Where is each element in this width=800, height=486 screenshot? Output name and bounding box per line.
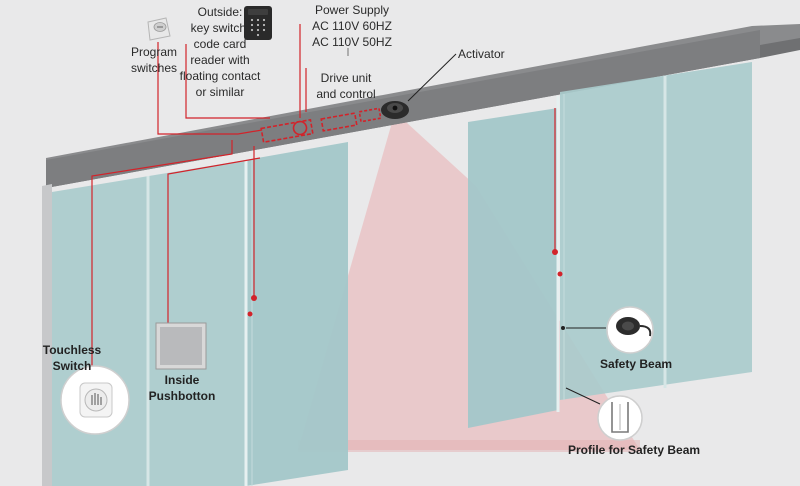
activator-label: Activator xyxy=(458,47,505,61)
inside-pushbutton-label: Inside Pushbotton xyxy=(148,373,216,403)
drive-unit-motor xyxy=(292,120,308,136)
safety-beam-label: Safety Beam xyxy=(600,357,673,371)
wire-nodes xyxy=(247,249,563,317)
profile-leader xyxy=(565,387,601,405)
outside-label: Outside: key switch, code card reader wi… xyxy=(179,5,261,99)
program-switches-label: Program switches xyxy=(130,45,177,75)
drive-unit-label: Drive unit and control xyxy=(316,71,376,101)
activator-icon xyxy=(381,101,409,119)
safety-beam-sensor-icon xyxy=(606,306,654,354)
frame-left xyxy=(42,184,52,486)
sliding-leaf-left xyxy=(246,142,348,486)
detection-zone-floor xyxy=(298,440,640,452)
wiring xyxy=(91,24,556,390)
drive-unit-box-1 xyxy=(260,118,314,144)
touchless-hand-icon xyxy=(60,365,130,435)
sliding-leaf-right xyxy=(468,108,558,428)
touchless-switch-label: Touchless Switch xyxy=(42,343,102,373)
program-switch-icon xyxy=(147,17,171,41)
profile-bracket-icon xyxy=(597,395,643,441)
drive-unit-box-3 xyxy=(358,107,382,123)
push-button-icon xyxy=(155,322,207,370)
fixed-panel-right xyxy=(560,62,752,400)
safety-beam-dot xyxy=(561,326,565,330)
drive-unit-box-2 xyxy=(320,112,358,132)
profile-safety-beam-label: Profile for Safety Beam xyxy=(568,443,701,457)
activator-leader xyxy=(407,53,457,102)
power-supply-label: Power Supply AC 110V 60HZ AC 110V 50HZ xyxy=(312,3,392,49)
keypad-reader-icon xyxy=(244,6,272,40)
